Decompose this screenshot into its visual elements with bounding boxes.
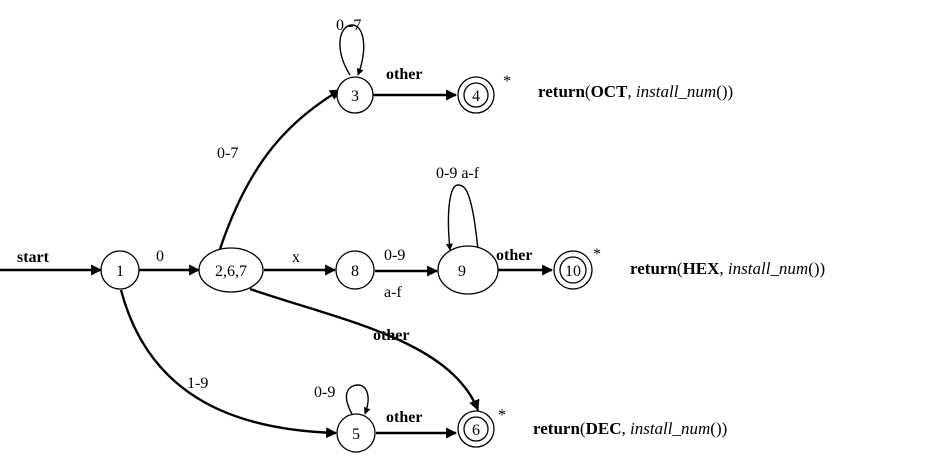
edge-3-4-label: other bbox=[386, 66, 422, 83]
state-267: 2,6,7 bbox=[198, 247, 264, 293]
loop-9-label: 0-9 a-f bbox=[436, 165, 480, 182]
state-6: 6 bbox=[457, 410, 495, 448]
edge-9-10-label: other bbox=[496, 247, 532, 264]
state-1: 1 bbox=[100, 250, 140, 290]
edge-1-5 bbox=[119, 289, 338, 439]
edge-5-6-label: other bbox=[386, 409, 422, 426]
edge-267-6 bbox=[249, 287, 480, 412]
state-4-label: 4 bbox=[472, 88, 480, 105]
state-10: 10 bbox=[553, 250, 593, 290]
return-dec: return(DEC, install_num()) bbox=[533, 419, 727, 438]
start-label: start bbox=[17, 249, 50, 266]
state-5: 5 bbox=[336, 413, 376, 453]
state-9: 9 bbox=[437, 245, 499, 295]
state-3-label: 3 bbox=[351, 88, 359, 105]
state-10-label: 10 bbox=[565, 263, 581, 280]
edge-267-6-label: other bbox=[373, 327, 409, 344]
state-8-label: 8 bbox=[351, 263, 359, 280]
loop-9 bbox=[445, 184, 479, 251]
edge-267-3-label: 0-7 bbox=[217, 145, 238, 162]
state-4: 4 bbox=[457, 76, 495, 114]
state-5-label: 5 bbox=[352, 426, 360, 443]
loop-3 bbox=[339, 24, 365, 76]
loop-5-label: 0-9 bbox=[314, 384, 335, 401]
state-6-label: 6 bbox=[472, 422, 480, 439]
state-3: 3 bbox=[336, 76, 374, 114]
return-hex: return(HEX, install_num()) bbox=[630, 259, 825, 278]
edge-267-8-label: x bbox=[292, 249, 300, 266]
edge-8-9-top-label: 0-9 bbox=[384, 247, 405, 264]
state-267-label: 2,6,7 bbox=[215, 263, 247, 280]
star-marker-6: * bbox=[498, 407, 506, 424]
star-marker-4: * bbox=[503, 73, 511, 90]
edge-267-3 bbox=[218, 88, 341, 250]
edge-1-5-label: 1-9 bbox=[187, 375, 208, 392]
return-oct: return(OCT, install_num()) bbox=[538, 82, 733, 101]
edge-8-9-bottom-label: a-f bbox=[384, 284, 402, 301]
edge-1-267-label: 0 bbox=[156, 248, 164, 265]
state-8: 8 bbox=[335, 250, 375, 290]
loop-3-label: 0 -7 bbox=[336, 17, 361, 34]
state-1-label: 1 bbox=[116, 263, 124, 280]
state-9-label: 9 bbox=[458, 263, 466, 280]
star-marker-10: * bbox=[593, 246, 601, 263]
loop-5 bbox=[345, 384, 371, 415]
